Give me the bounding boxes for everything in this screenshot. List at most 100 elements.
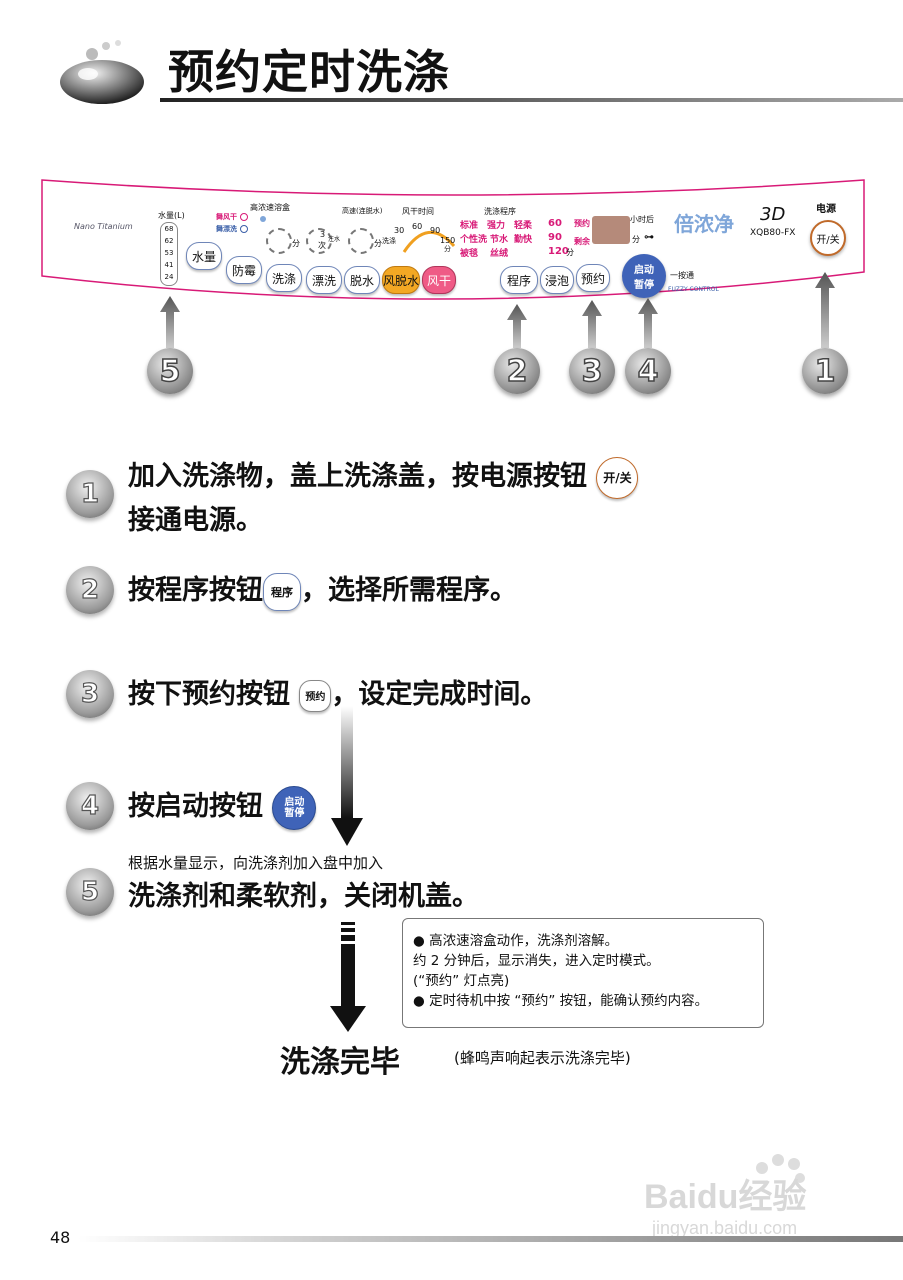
program-blanket: 被毯 (460, 249, 479, 259)
step-number-4: 4 (66, 782, 114, 830)
program-label: 洗涤程序 (484, 207, 516, 216)
title-underline (160, 98, 903, 102)
program-strong: 强力 (487, 221, 506, 231)
water-level-button[interactable]: 水量 (186, 242, 222, 270)
spin-dial-unit: 分 (374, 239, 382, 248)
rinse-dial-unit: 次 (318, 241, 326, 250)
arrow-3 (582, 300, 602, 348)
product-name: 倍浓净 (674, 212, 734, 236)
wash-button[interactable]: 洗涤 (266, 264, 302, 292)
step-5-small-text: 根据水量显示，向洗涤剂加入盘中加入 (128, 854, 384, 872)
water-level-label: 水量(L) (158, 211, 185, 220)
timer-unit: 分 (566, 248, 574, 257)
power-button[interactable]: 开/关 (810, 220, 846, 256)
detergent-box-label: 高浓速溶盒 (250, 203, 290, 212)
note-line: 约 2 分钟后，显示消失，进入定时模式。 (413, 953, 660, 969)
one-touch-label: 一按通 (670, 271, 694, 280)
brand-text: Nano Titanium (74, 222, 133, 231)
step-number-5: 5 (66, 868, 114, 916)
control-panel: Nano Titanium 水量(L) 68 62 53 41 24 舞风干 舞… (38, 176, 868, 312)
note-box: ● 高浓速溶盒动作，洗涤剂溶解。 约 2 分钟后，显示消失，进入定时模式。 (“… (402, 918, 764, 1028)
wash-dial-unit: 分 (292, 239, 300, 248)
detergent-led (260, 216, 266, 222)
rinse-dial-fill-label: 注水 (328, 236, 341, 243)
air-dry-time-label: 风干时间 (402, 207, 434, 216)
step-2-before: 按程序按钮 (128, 575, 263, 606)
water-level-value: 24 (164, 273, 174, 281)
watermark-logo: Baidu经验 jingyan.baidu.com (644, 1154, 806, 1238)
water-level-value: 68 (164, 225, 174, 233)
step-number-2: 2 (66, 566, 114, 614)
reserve-indicator: 预约 (574, 219, 590, 228)
spin-button[interactable]: 脱水 (344, 266, 380, 294)
arrow-1 (815, 272, 835, 348)
reserve-button[interactable]: 预约 (576, 264, 610, 292)
reserve-button-icon: 预约 (299, 679, 332, 712)
finish-label: 洗涤完毕 (280, 1045, 400, 1080)
start-pause-button[interactable]: 启动 暂停 (622, 254, 666, 298)
note-line: ● 定时待机中按 “预约” 按钮，能确认预约内容。 (413, 993, 709, 1009)
soak-button[interactable]: 浸泡 (540, 266, 574, 294)
step-5-text: 洗涤剂和柔软剂，关闭机盖。 (128, 881, 479, 912)
spin-dry-button[interactable]: 风脱水 (382, 266, 420, 294)
step-1-text: 加入洗涤物，盖上洗涤盖，按电源按钮 开/关 (128, 454, 639, 499)
page-title: 预约定时洗涤 (168, 45, 450, 99)
program-button[interactable]: 程序 (500, 266, 538, 294)
mildew-button[interactable]: 防霉 (226, 256, 262, 284)
step-3-after: ，设定完成时间。 (331, 679, 548, 710)
arrow-5 (160, 296, 180, 348)
callout-number-3: 3 (569, 348, 615, 394)
pause-label: 暂停 (634, 280, 654, 291)
program-gentle: 轻柔 (514, 221, 533, 231)
indicator-led (240, 213, 248, 221)
start-label: 启动 (284, 796, 305, 808)
watermark-brand: Baidu经验 (644, 1177, 806, 1216)
note-line: (“预约” 灯点亮) (413, 973, 510, 989)
step-4-text: 按启动按钮 启动 暂停 (128, 784, 317, 830)
finish-note: (蜂鸣声响起表示洗涤完毕) (454, 1049, 631, 1067)
power-label: 电源 (816, 204, 836, 215)
callout-number-2: 2 (494, 348, 540, 394)
note-line: ● 高浓速溶盒动作，洗涤剂溶解。 (413, 933, 619, 949)
wash-time-dial (266, 228, 292, 254)
timer-60: 60 (548, 218, 562, 229)
header-logo-graphic (60, 40, 144, 104)
program-quick: 勤快 (514, 235, 533, 245)
air-dry-button[interactable]: 风干 (422, 266, 456, 294)
callout-number-4: 4 (625, 348, 671, 394)
flow-arrow-2 (330, 922, 366, 1032)
air-dry-90: 90 (430, 226, 441, 235)
water-level-scale: 68 62 53 41 24 (160, 222, 178, 286)
remain-indicator: 剩余 (574, 237, 590, 246)
watermark-url: jingyan.baidu.com (651, 1218, 797, 1238)
water-level-value: 62 (164, 237, 174, 245)
program-button-icon: 程序 (263, 572, 301, 611)
step-1-line2: 接通电源。 (128, 505, 263, 536)
air-dry-arc (402, 230, 456, 253)
callout-number-1: 1 (802, 348, 848, 394)
program-velvet: 丝绒 (490, 249, 509, 259)
water-level-value: 53 (164, 249, 174, 257)
wash-short-label: 洗涤 (382, 237, 396, 245)
power-button-icon: 开/关 (596, 456, 639, 499)
model-logo: 3D (760, 204, 786, 225)
arrow-4 (638, 298, 658, 348)
step-2-after: ，选择所需程序。 (301, 575, 517, 606)
program-custom: 个性洗 (460, 235, 488, 245)
hours-label: 小时后 (630, 215, 654, 224)
step-number-3: 3 (66, 670, 114, 718)
flow-arrow-1 (331, 706, 363, 846)
step-4-before: 按启动按钮 (128, 791, 263, 822)
page-number: 48 (50, 1228, 71, 1247)
mode-indicator-air-dry: 舞风干 (216, 213, 237, 221)
mode-indicator-rinse: 舞漂洗 (216, 225, 237, 233)
time-display (592, 216, 630, 244)
air-dry-150: 150 (440, 236, 456, 245)
callout-arrows (160, 272, 835, 348)
program-eco: 节水 (490, 235, 509, 245)
water-level-value: 41 (164, 261, 174, 269)
step-1-line1: 加入洗涤物，盖上洗涤盖，按电源按钮 (128, 461, 587, 492)
rinse-button[interactable]: 漂洗 (306, 266, 342, 294)
arrow-2 (507, 304, 527, 348)
rinse-dial-number: 3 (320, 230, 326, 239)
